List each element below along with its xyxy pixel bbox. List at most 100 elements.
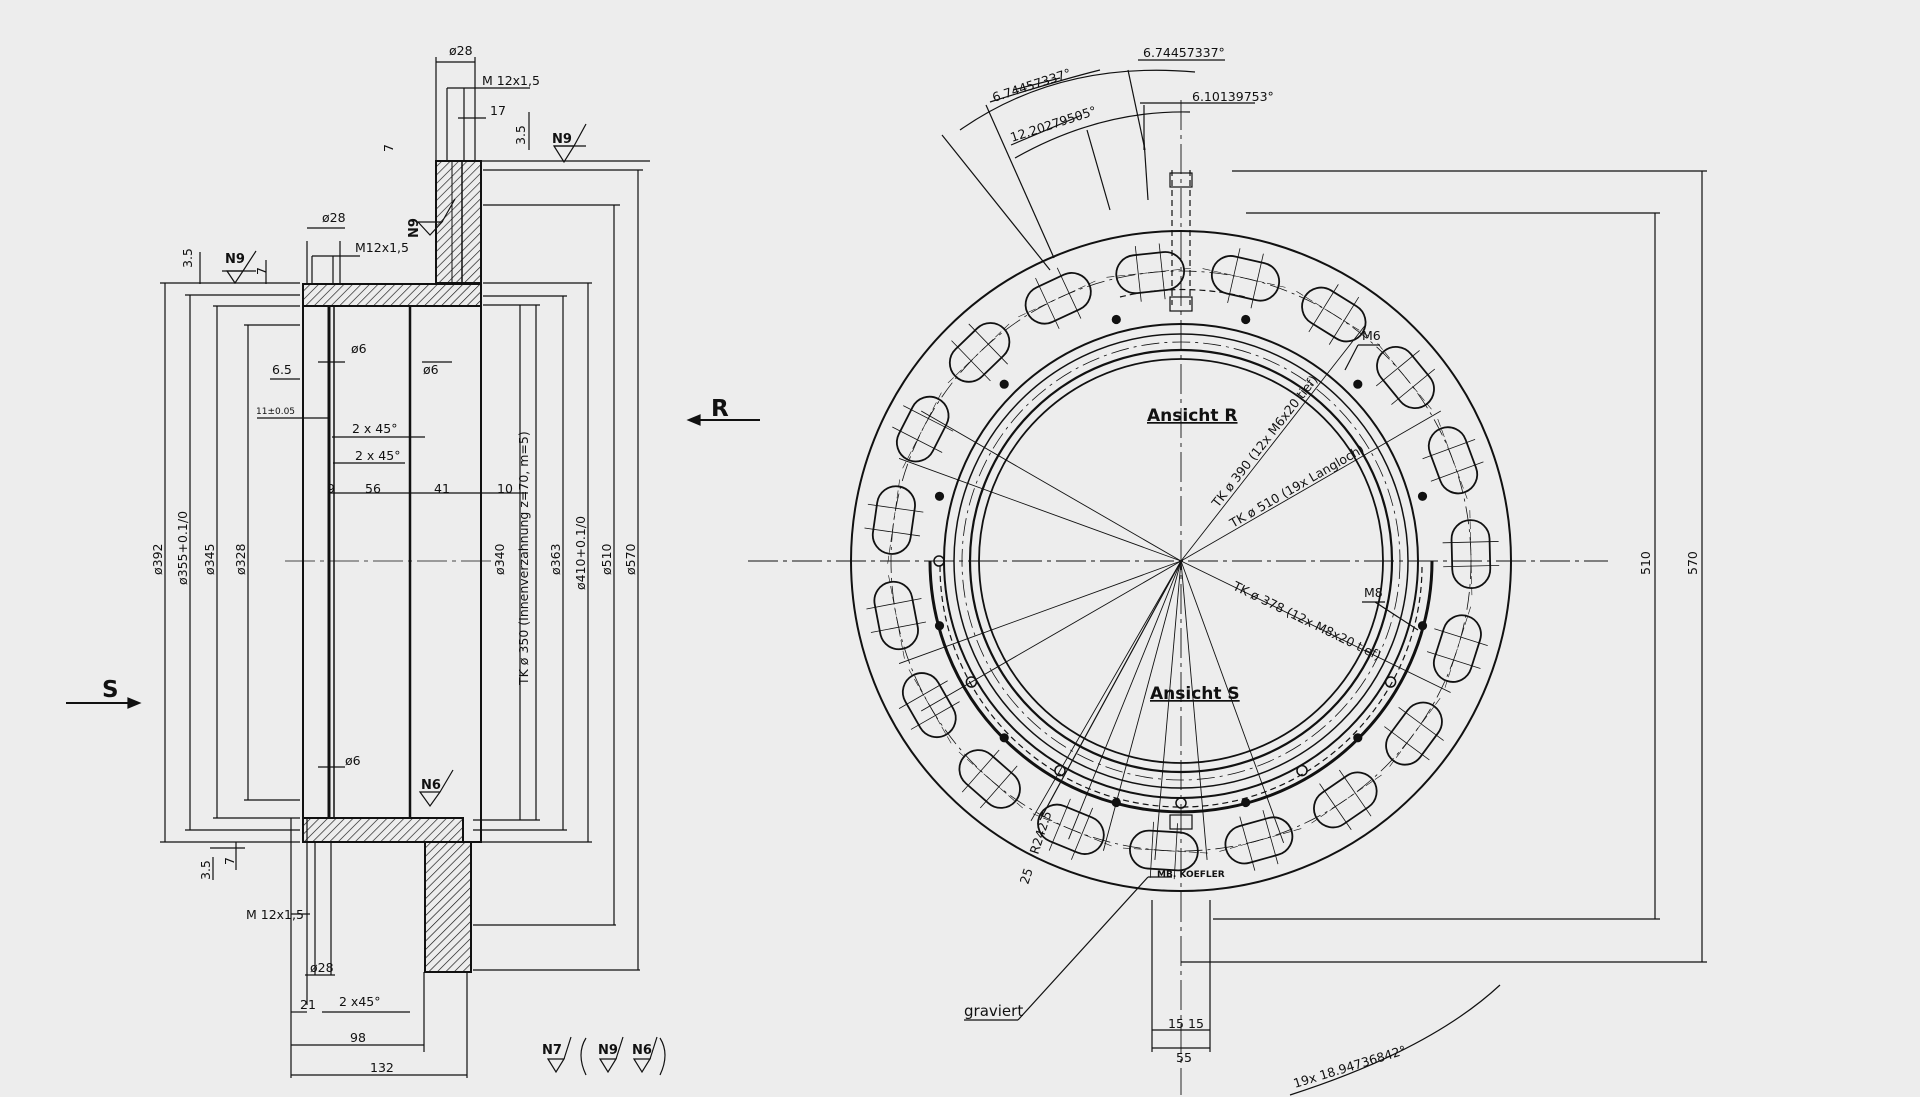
- surface-n9-mid: N9: [407, 218, 422, 238]
- dim-3-5-bot: 3.5: [198, 860, 213, 880]
- dim-tk350: TK ø 350 (Innenverzahnung z=70, m=5): [516, 431, 531, 686]
- dim-dia328: ø328: [233, 543, 248, 575]
- pitch-label: 19x 18.94736842°: [1291, 1042, 1407, 1091]
- radial-line: [1068, 560, 1182, 840]
- dim-15b: 15: [1188, 1016, 1204, 1031]
- dim-dia410: ø410+0.1/0: [573, 516, 588, 590]
- m6-hole: [1241, 797, 1251, 808]
- dim-98: 98: [350, 1030, 366, 1045]
- m6-hole: [1353, 733, 1363, 743]
- engraved-label: graviert: [964, 1002, 1023, 1020]
- r25-label: 25: [1017, 866, 1036, 886]
- dim-10: 10: [497, 481, 513, 496]
- dim-56: 56: [365, 481, 381, 496]
- m8-hole: [933, 555, 945, 567]
- surface-n6-group: N6: [632, 1043, 652, 1058]
- m6-hole: [934, 621, 945, 631]
- m6-label: M6: [1362, 328, 1381, 343]
- dim-dia340: ø340: [492, 543, 507, 575]
- dim-7-bot: 7: [222, 857, 237, 865]
- m6-hole: [1111, 314, 1121, 325]
- arrow-s-label: S: [102, 677, 119, 703]
- radial-line: [1180, 560, 1208, 860]
- radial-line: [1180, 560, 1285, 844]
- radial-line: [898, 457, 1182, 562]
- m6-hole: [1417, 491, 1428, 501]
- slot-hole: [1030, 798, 1112, 860]
- drawing-labels: Ansicht R Ansicht S R S graviert MB. KOE…: [102, 43, 1700, 1091]
- radial-line: [1180, 410, 1442, 562]
- dim-chamfer2: 2 x 45°: [355, 448, 400, 463]
- slot-hole: [864, 476, 924, 564]
- view-s-title: Ansicht S: [1150, 684, 1240, 704]
- m8-hole: [1175, 797, 1187, 809]
- radial-line: [1030, 560, 1182, 822]
- slot-hole: [1426, 606, 1488, 691]
- slot-hole: [947, 321, 1012, 384]
- dim-m12-bot: M 12x1,5: [246, 907, 304, 922]
- front-view: [748, 59, 1707, 1096]
- m8-hole: [1296, 764, 1308, 777]
- bolt-radials: [898, 324, 1451, 860]
- dim-dia355: ø355+0.1/0: [175, 511, 190, 585]
- m8-hole: [1054, 764, 1066, 777]
- dim-dia392: ø392: [150, 543, 165, 575]
- dim-phi6-b: ø6: [423, 362, 439, 377]
- radial-line: [1180, 324, 1367, 562]
- m6-hole: [1353, 379, 1363, 389]
- dim-dia570: ø570: [623, 543, 638, 575]
- dim-3-5-left: 3.5: [180, 248, 195, 268]
- m8-label: M8: [1364, 585, 1383, 600]
- dim-17: 17: [490, 103, 506, 118]
- radial-line: [898, 560, 1182, 665]
- m8-hole: [965, 676, 978, 688]
- m6-hole: [999, 379, 1009, 389]
- tk378-label: TK ø 378 (12x M8x20 tief): [1230, 578, 1384, 663]
- arrow-r-label: R: [711, 396, 729, 422]
- surface-n9-group: N9: [598, 1043, 618, 1058]
- dim-21: 21: [300, 997, 316, 1012]
- dim-chamfer1: 2 x 45°: [352, 421, 397, 436]
- angle-label-4: 6.10139753°: [1192, 89, 1274, 104]
- dim-d28-bot: ø28: [310, 960, 334, 975]
- dim-132: 132: [370, 1060, 394, 1075]
- dim-d28-top: ø28: [449, 43, 473, 58]
- dim-tol11: 11±0.05: [256, 407, 295, 417]
- radial-line: [1180, 560, 1451, 693]
- slot-hole: [866, 572, 927, 659]
- slot-hole: [1216, 810, 1302, 871]
- r2425-label: R242.5: [1027, 809, 1055, 856]
- slot-hole: [1202, 248, 1289, 309]
- dim-15a: 15: [1168, 1016, 1184, 1031]
- dim-41: 41: [434, 481, 450, 496]
- dim-7-mid: 7: [254, 267, 269, 275]
- slot-hole: [1119, 821, 1208, 880]
- slot-hole: [1375, 343, 1436, 412]
- surface-n6: N6: [421, 778, 441, 793]
- view-r-title: Ansicht R: [1147, 406, 1238, 426]
- m6-hole: [934, 491, 945, 501]
- slotted-holes: [864, 243, 1500, 880]
- slot-hole: [956, 749, 1023, 809]
- dim-d28-mid: ø28: [322, 210, 346, 225]
- angle-label-1: 6.74457337°: [1143, 45, 1225, 60]
- slot-hole: [1384, 698, 1444, 770]
- dim-dia345: ø345: [202, 543, 217, 575]
- dim-chamfer3: 2 x45°: [339, 994, 380, 1009]
- angle-label-2: 6.74457337°: [990, 65, 1072, 105]
- dim-55: 55: [1176, 1050, 1192, 1065]
- dim-phi6-a: ø6: [351, 341, 367, 356]
- surface-n9-top: N9: [552, 132, 572, 147]
- slot-hole: [1442, 510, 1500, 599]
- surface-n7: N7: [542, 1043, 562, 1058]
- radial-line: [1102, 560, 1182, 851]
- dim-dia510: ø510: [599, 543, 614, 575]
- slot-hole: [1296, 284, 1372, 345]
- m8-hole: [1384, 676, 1397, 688]
- slot-hole: [1422, 418, 1484, 502]
- m6-hole: [1111, 797, 1121, 808]
- radial-line: [920, 410, 1182, 562]
- dim-6-5: 6.5: [272, 362, 292, 377]
- dim-7-top: 7: [381, 144, 396, 152]
